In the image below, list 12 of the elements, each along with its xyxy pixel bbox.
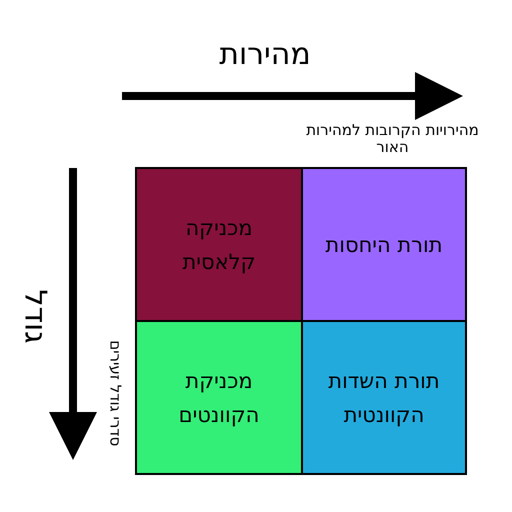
axis-title: מהירות (218, 38, 312, 71)
quadrant-box (135, 167, 303, 322)
axis-note: מהירויות הקרובות למהירות האור (305, 122, 480, 155)
quadrant-title: תורת השדות הקוונטית (327, 368, 441, 428)
quadrant-box (301, 320, 467, 475)
axis-note: סדרי גודל זעירים (106, 339, 124, 448)
quadrant-box (301, 167, 467, 322)
quadrant-title: מכניקת הקוונטים (178, 368, 260, 428)
axis-title: גודל (18, 288, 52, 346)
quadrant-title: מכניקה קלאסית (182, 214, 256, 276)
quadrant-box (135, 320, 303, 475)
quadrant-title: תורת היחסות (324, 232, 444, 258)
